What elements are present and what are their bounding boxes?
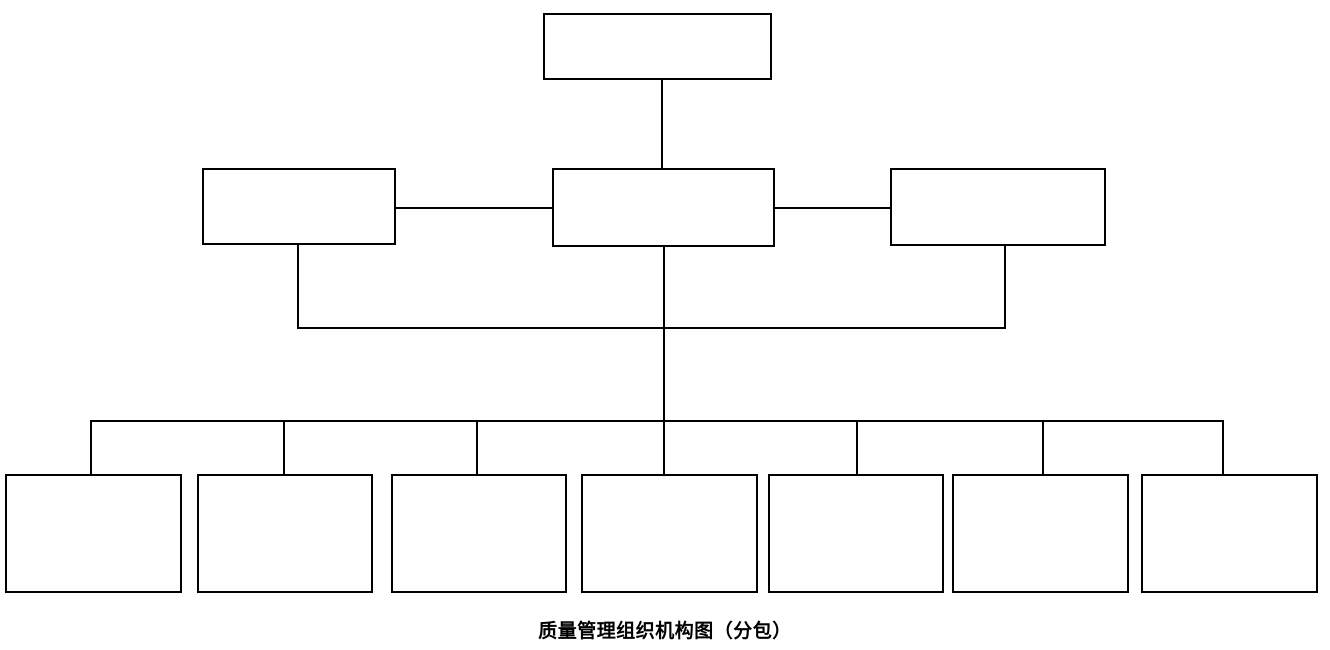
connector-drop-leaf-1 [90,420,92,474]
connector-drop-mid-left [297,245,299,329]
connector-drop-leaf-6 [1042,420,1044,474]
connector-trunk-top [661,80,663,168]
org-node-mid-right[interactable] [890,168,1106,246]
connector-drop-mid-right [1004,246,1006,329]
org-node-top-1[interactable] [543,13,772,80]
connector-drop-leaf-2 [283,420,285,474]
org-node-leaf-7[interactable] [1141,474,1318,593]
org-node-mid-left[interactable] [202,168,396,245]
connector-link-mid-right [775,207,890,209]
org-node-leaf-6[interactable] [952,474,1129,593]
connector-bar-level3-distribute [90,420,1224,422]
connector-drop-leaf-7 [1222,420,1224,474]
org-node-leaf-5[interactable] [768,474,944,593]
connector-drop-leaf-5 [856,420,858,474]
org-node-leaf-2[interactable] [197,474,373,593]
org-node-leaf-3[interactable] [391,474,567,593]
connector-link-mid-left [396,207,552,209]
org-node-mid-center[interactable] [552,168,775,247]
connector-trunk-center [663,247,665,474]
connector-bar-level2-merge [297,327,1006,329]
org-node-leaf-1[interactable] [5,474,182,593]
diagram-caption: 质量管理组织机构图（分包） [538,621,792,642]
connector-drop-leaf-3 [476,420,478,474]
org-node-leaf-4[interactable] [581,474,758,593]
